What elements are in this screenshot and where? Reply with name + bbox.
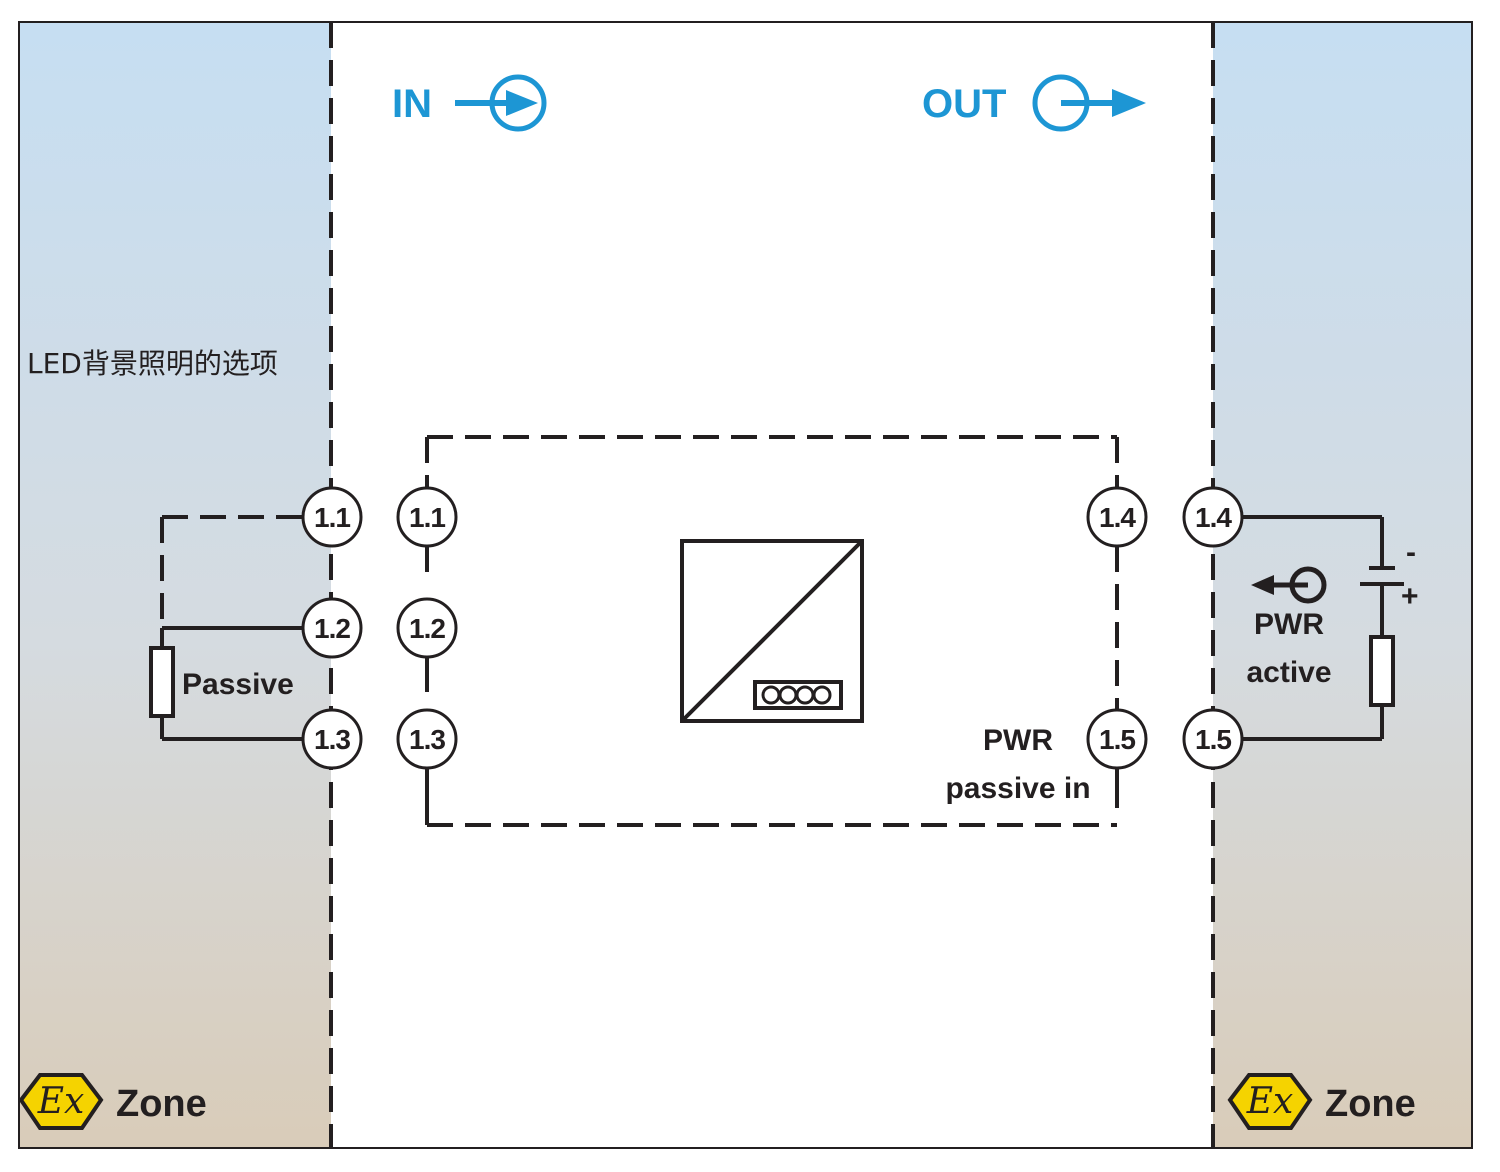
terminal-module-1-1: 1.1	[396, 486, 458, 548]
svg-text:1.2: 1.2	[409, 613, 445, 644]
isolator-converter-icon	[680, 539, 864, 723]
pwr-active-line1: PWR	[1254, 608, 1324, 641]
passive-label: Passive	[182, 668, 294, 701]
svg-text:1.3: 1.3	[409, 724, 445, 755]
pwr-passive-line2: passive in	[945, 772, 1090, 805]
terminal-left-field-1-1: 1.1	[301, 486, 363, 548]
active-power-wiring	[1242, 515, 1384, 741]
terminal-right-field-1-5: 1.5	[1182, 708, 1244, 770]
svg-text:1.4: 1.4	[1099, 502, 1136, 533]
battery-minus-label: -	[1406, 536, 1416, 569]
pwr-passive-line1: PWR	[983, 724, 1053, 757]
svg-text:1.1: 1.1	[409, 502, 445, 533]
terminal-module-1-4: 1.4	[1086, 486, 1148, 548]
svg-text:1.2: 1.2	[314, 613, 350, 644]
terminal-left-field-1-3: 1.3	[301, 708, 363, 770]
svg-text:1.5: 1.5	[1099, 724, 1135, 755]
svg-text:Ex: Ex	[37, 1081, 85, 1122]
led-backlight-note: LED背景照明的选项	[27, 347, 278, 380]
passive-resistor	[149, 646, 175, 718]
module-enclosure	[425, 435, 1119, 827]
out-label: OUT	[922, 82, 1006, 126]
out-arrow-icon	[1032, 74, 1146, 132]
ex-zone-icon-left: Ex	[18, 1073, 104, 1130]
terminal-right-field-1-4: 1.4	[1182, 486, 1244, 548]
terminal-left-field-1-2: 1.2	[301, 597, 363, 659]
in-label: IN	[392, 82, 432, 126]
svg-text:Ex: Ex	[1246, 1081, 1294, 1122]
terminal-module-1-2: 1.2	[396, 597, 458, 659]
terminal-module-1-3: 1.3	[396, 708, 458, 770]
load-resistor	[1369, 635, 1395, 707]
left-hazard-zone	[19, 22, 331, 1148]
svg-text:1.5: 1.5	[1195, 724, 1231, 755]
zone-label-left: Zone	[116, 1083, 207, 1125]
battery-plus-label: +	[1401, 580, 1419, 613]
svg-text:1.3: 1.3	[314, 724, 350, 755]
svg-text:1.1: 1.1	[314, 502, 350, 533]
pwr-active-line2: active	[1246, 656, 1331, 689]
power-source-icon	[1251, 566, 1327, 604]
ex-zone-icon-right: Ex	[1227, 1073, 1313, 1130]
zone-label-right: Zone	[1325, 1083, 1416, 1125]
in-arrow-icon	[455, 74, 547, 132]
battery-icon	[1360, 566, 1404, 586]
diagram-border	[18, 21, 1473, 1149]
terminal-module-1-5: 1.5	[1086, 708, 1148, 770]
passive-sensor-wiring	[160, 515, 302, 741]
module-internal-wiring	[425, 546, 1119, 825]
svg-text:1.4: 1.4	[1195, 502, 1232, 533]
